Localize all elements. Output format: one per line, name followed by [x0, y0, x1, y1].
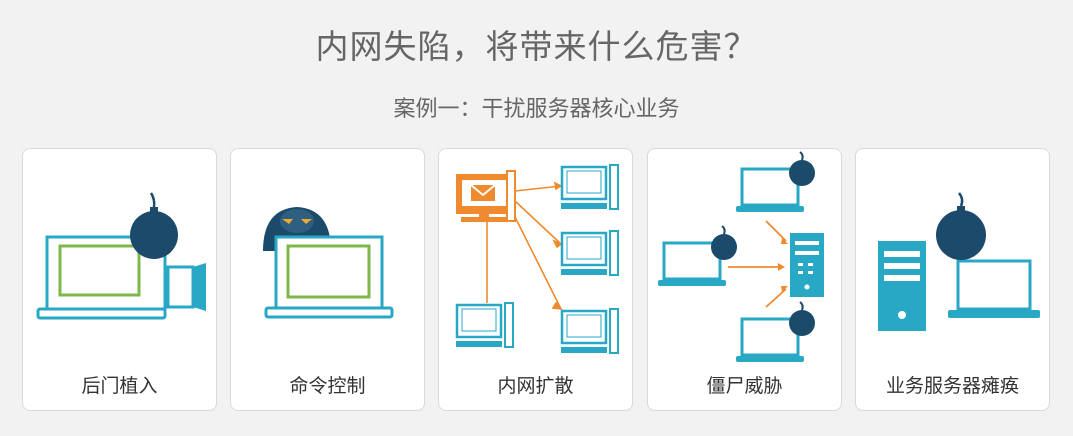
zombie-laptop-bottom [736, 301, 815, 362]
card-backdoor-implant: 后门植入 [22, 148, 217, 411]
zombie-laptop-left [658, 225, 737, 286]
card-label: 僵尸威胁 [706, 375, 783, 397]
card-label: 命令控制 [289, 375, 366, 397]
page-subtitle: 案例一：干扰服务器核心业务 [393, 97, 680, 122]
card-server-paralysis: 业务服务器瘫痪 [855, 148, 1050, 411]
page-title: 内网失陷，将带来什么危害？ [315, 27, 758, 66]
door-icon [166, 263, 206, 311]
server-paralysis-illustration [878, 192, 1040, 331]
laptop-icon [264, 235, 394, 319]
target-computer-bottom [560, 308, 619, 354]
card-command-control: 命令控制 [230, 148, 425, 411]
bomb-icon [130, 192, 178, 259]
card-lateral-movement: 内网扩散 [438, 148, 633, 411]
server-icon [790, 233, 824, 297]
card-label: 后门植入 [81, 375, 158, 397]
attack-arrows [728, 220, 787, 308]
zombie-laptop-top [736, 151, 815, 212]
backdoor-illustration [36, 192, 206, 320]
card-botnet-threat: 僵尸威胁 [647, 148, 842, 411]
infected-computer-icon [456, 170, 516, 222]
card-label: 业务服务器瘫痪 [885, 375, 1019, 397]
target-computer-middle [560, 230, 619, 276]
target-computer-top [560, 164, 619, 210]
target-computer-left [455, 302, 514, 348]
command-control-illustration [263, 207, 394, 319]
bomb-icon [936, 192, 986, 260]
server-tower-icon [878, 241, 926, 331]
lateral-movement-illustration [455, 164, 619, 354]
spread-lines [486, 185, 562, 310]
botnet-illustration [658, 151, 824, 362]
card-label: 内网扩散 [497, 375, 574, 397]
laptop-icon [948, 259, 1040, 318]
